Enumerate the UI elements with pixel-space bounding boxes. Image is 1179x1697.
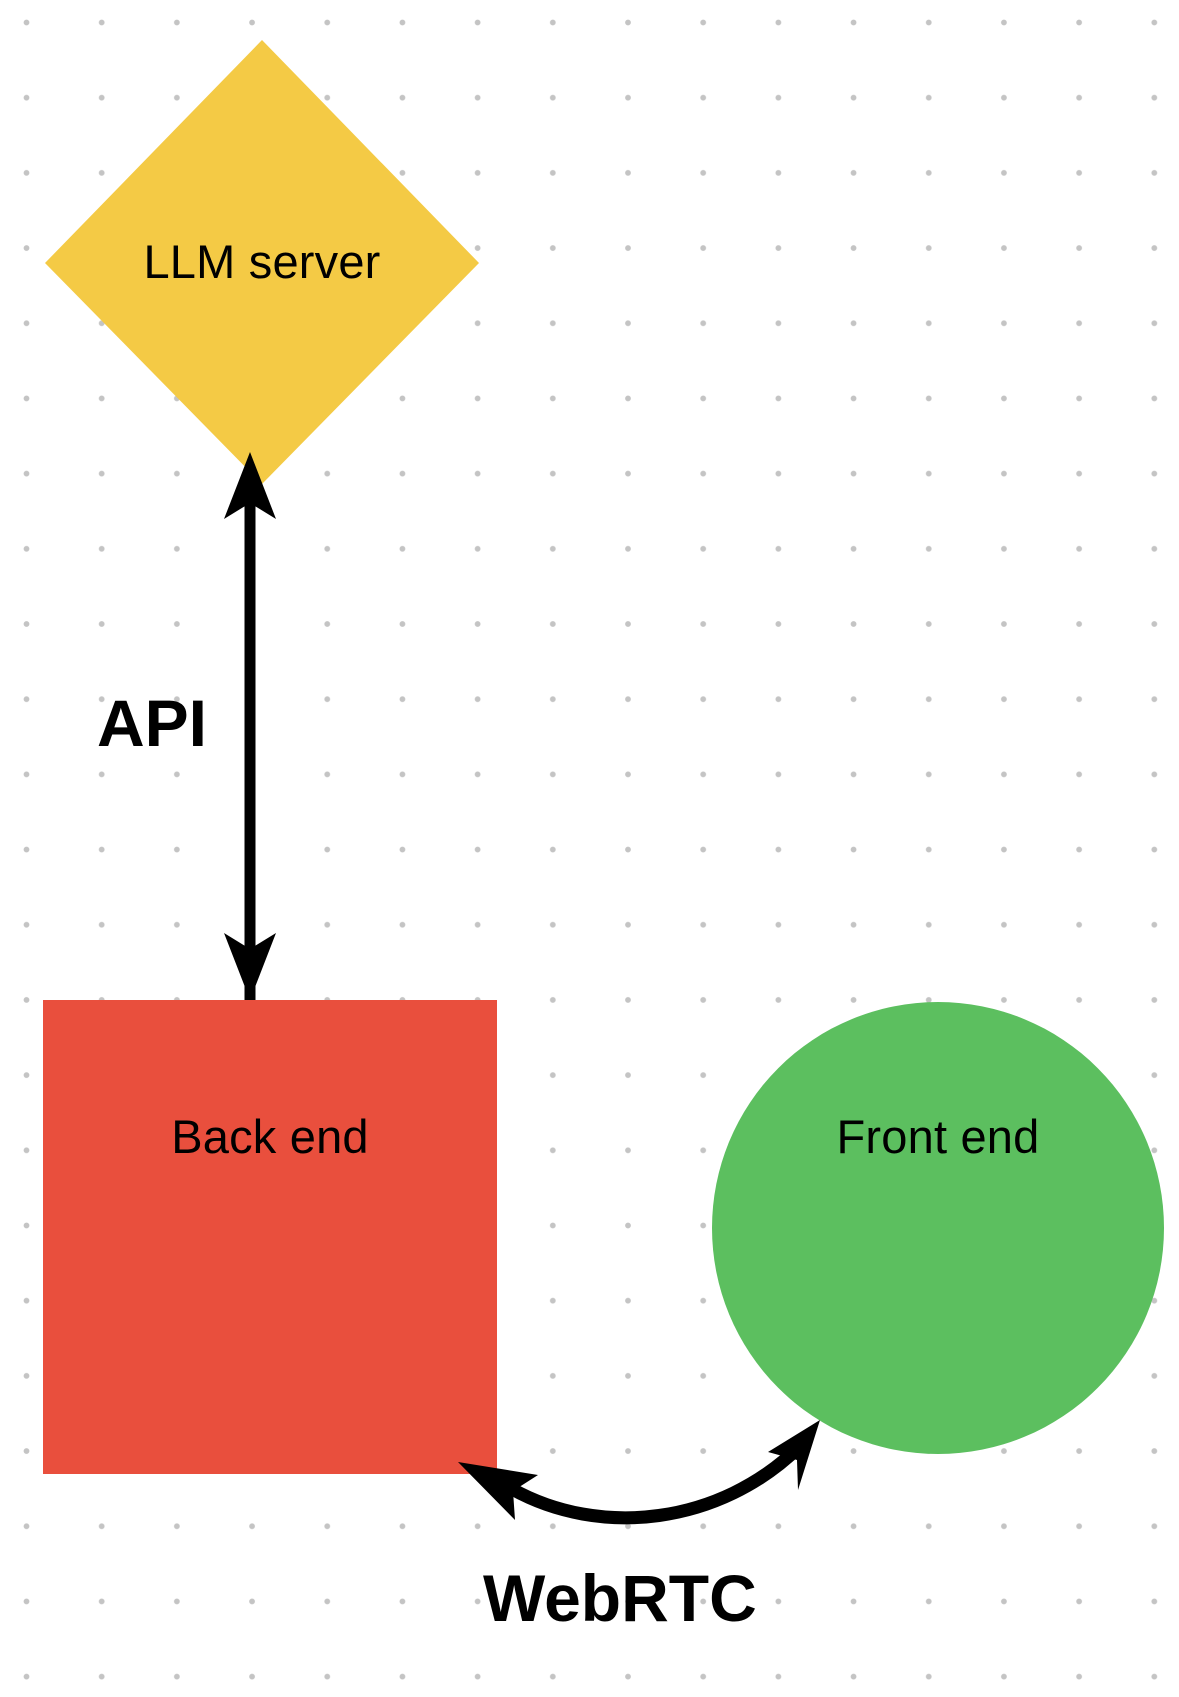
- edge-webrtc-shaft: [508, 1441, 805, 1525]
- node-llm-server-shape[interactable]: [45, 40, 479, 484]
- edge-webrtc-arrowhead-left: [458, 1462, 538, 1520]
- node-front-end-label: Front end: [836, 1110, 1040, 1163]
- edge-api[interactable]: [224, 452, 276, 1000]
- edge-webrtc-arrowhead-right: [768, 1420, 820, 1490]
- edge-api-arrowhead-bottom: [224, 933, 276, 1000]
- edge-webrtc[interactable]: [458, 1420, 820, 1525]
- node-llm-server-label: LLM server: [143, 235, 381, 288]
- node-front-end-shape[interactable]: [712, 1002, 1164, 1454]
- node-back-end-shape[interactable]: [43, 1000, 497, 1474]
- edge-label-webrtc: WebRTC: [483, 1561, 757, 1635]
- edge-api-arrowhead-top: [224, 452, 276, 519]
- node-back-end-label: Back end: [171, 1110, 369, 1163]
- edge-label-api: API: [97, 686, 208, 760]
